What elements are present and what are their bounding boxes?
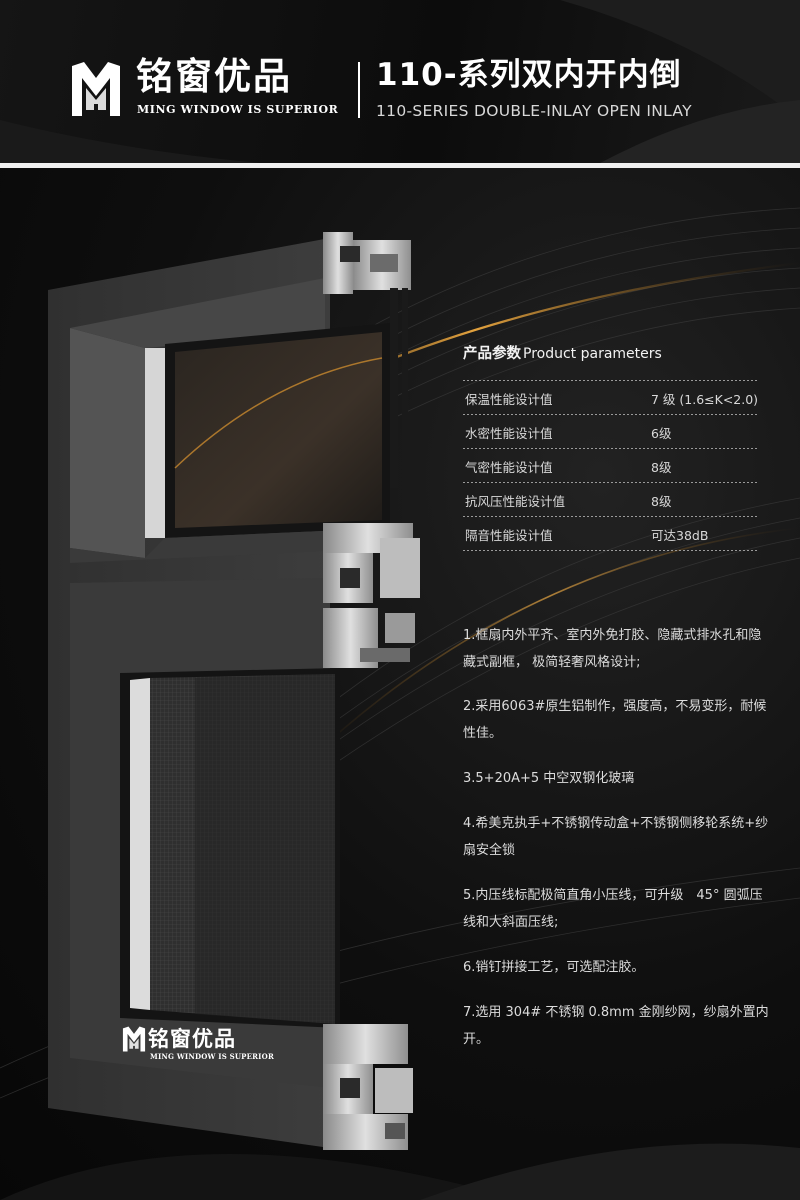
param-label: 气密性能设计值 <box>465 460 553 475</box>
feature-item: 1.框扇内外平齐、室内外免打胶、隐藏式排水孔和隐 藏式副框， 极简轻奢风格设计; <box>463 628 762 670</box>
header-divider <box>358 62 360 118</box>
feature-item: 3.5+20A+5 中空双钢化玻璃 <box>463 771 635 786</box>
param-label: 保温性能设计值 <box>465 392 553 407</box>
series-title-cn: 110-系列双内开内倒 <box>376 57 682 93</box>
params-table: 保温性能设计值 7 级 (1.6≤K<2.0) 水密性能设计值 6级 气密性能设… <box>463 380 763 551</box>
brand-logo-icon <box>72 62 120 116</box>
params-title-cn: 产品参数 <box>463 346 521 362</box>
param-label: 抗风压性能设计值 <box>465 494 566 509</box>
feature-item: 7.选用 304# 不锈钢 0.8mm 金刚纱网，纱扇外置内开。 <box>463 1005 769 1047</box>
param-value: 7 级 (1.6≤K<2.0) <box>651 392 759 407</box>
params-table-end-line <box>463 550 759 551</box>
profile-middle <box>323 523 420 668</box>
profile-bottom <box>323 1024 413 1150</box>
feature-item: 2.采用6063#原生铝制作，强度高，不易变形，耐候性佳。 <box>463 699 767 741</box>
param-row: 抗风压性能设计值 8级 <box>463 482 763 516</box>
feature-list: 1.框扇内外平齐、室内外免打胶、隐藏式排水孔和隐 藏式副框， 极简轻奢风格设计;… <box>463 622 773 1071</box>
product-logo-icon <box>122 1026 146 1052</box>
feature-item: 4.希美克执手+不锈钢传动盒+不锈钢侧移轮系统+纱扇安全锁 <box>463 816 769 858</box>
params-title-en: Product parameters <box>523 346 662 362</box>
window-section-illustration <box>48 232 420 1150</box>
param-value: 8级 <box>651 494 672 509</box>
param-row: 保温性能设计值 7 级 (1.6≤K<2.0) <box>463 380 763 414</box>
param-row: 水密性能设计值 6级 <box>463 414 763 448</box>
brand-name-cn: 铭窗优品 <box>136 55 292 98</box>
header-decoration <box>0 0 800 163</box>
param-label: 水密性能设计值 <box>465 426 553 441</box>
param-value: 6级 <box>651 426 672 441</box>
series-title-en: 110-SERIES DOUBLE-INLAY OPEN INLAY <box>376 102 692 120</box>
param-row: 气密性能设计值 8级 <box>463 448 763 482</box>
param-value: 8级 <box>651 460 672 475</box>
param-value: 可达38dB <box>651 528 709 543</box>
product-brand-cn: 铭窗优品 <box>148 1027 236 1051</box>
header: 铭窗优品 MING WINDOW IS SUPERIOR 110-系列双内开内倒… <box>0 0 800 163</box>
header-band <box>0 163 800 168</box>
param-row: 隔音性能设计值 可达38dB <box>463 516 763 550</box>
param-label: 隔音性能设计值 <box>465 528 553 543</box>
feature-item: 6.销钉拼接工艺，可选配注胶。 <box>463 960 645 975</box>
product-brand-en: MING WINDOW IS SUPERIOR <box>150 1052 274 1061</box>
brand-name-en: MING WINDOW IS SUPERIOR <box>137 103 339 116</box>
feature-item: 5.内压线标配极简直角小压线，可升级 45° 圆弧压线和大斜面压线; <box>463 888 763 930</box>
profile-top <box>323 232 411 528</box>
